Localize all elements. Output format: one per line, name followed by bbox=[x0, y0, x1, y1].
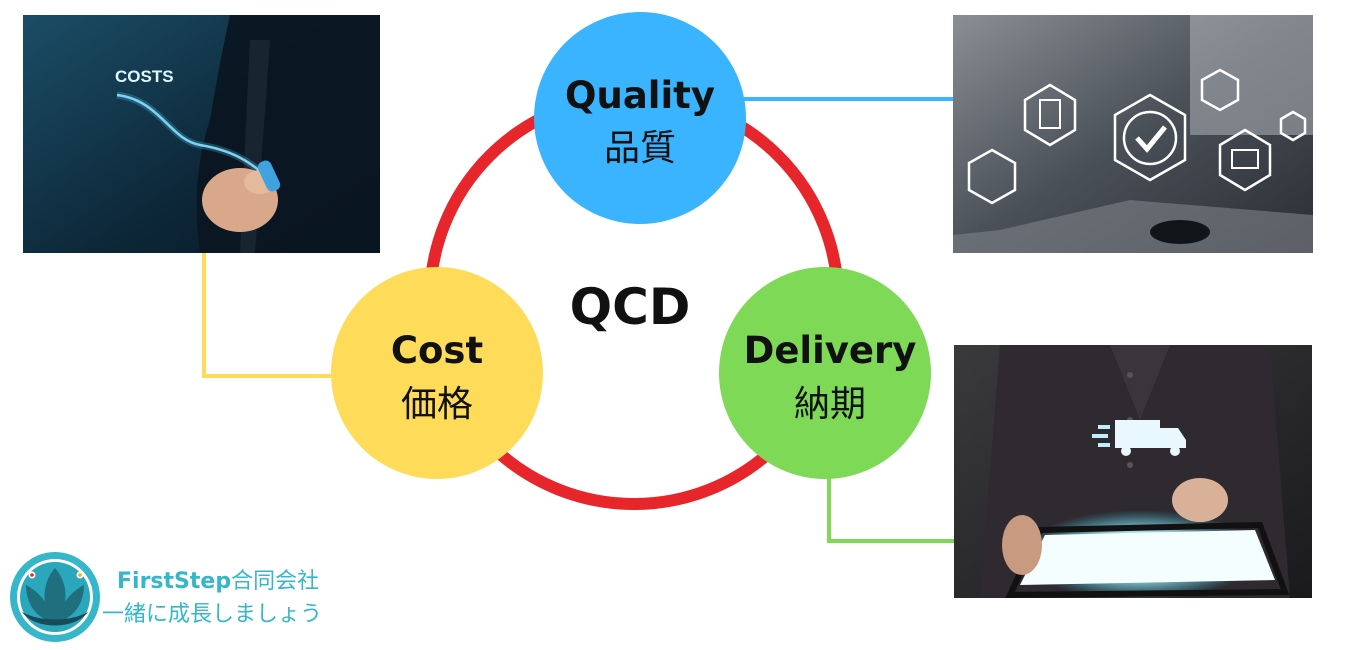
delivery-node: Delivery 納期 bbox=[719, 267, 931, 479]
center-label: QCD bbox=[570, 278, 691, 336]
delivery-connector-line bbox=[827, 478, 954, 543]
logo-tagline: 一緒に成長しましょう bbox=[102, 602, 322, 627]
quality-check-photo bbox=[953, 15, 1313, 253]
delivery-subtitle: 納期 bbox=[794, 384, 866, 425]
cost-subtitle: 価格 bbox=[401, 384, 473, 425]
quality-subtitle: 品質 bbox=[604, 128, 676, 169]
delivery-title: Delivery bbox=[744, 329, 917, 372]
logo-brand: FirstStep bbox=[117, 569, 231, 594]
delivery-truck-photo bbox=[954, 345, 1312, 598]
cost-title: Cost bbox=[391, 329, 483, 372]
logo-company-name: FirstStep合同会社 bbox=[117, 569, 319, 594]
logo-company-suffix: 合同会社 bbox=[231, 569, 319, 594]
costs-label: COSTS bbox=[115, 67, 174, 86]
cost-connector-line bbox=[202, 253, 332, 378]
lotus-icon bbox=[10, 552, 100, 642]
quality-title: Quality bbox=[565, 74, 715, 117]
company-logo: FirstStep合同会社 一緒に成長しましょう bbox=[10, 552, 322, 642]
cost-chart-photo: COSTS bbox=[23, 15, 380, 253]
quality-node: Quality 品質 bbox=[534, 12, 746, 224]
cost-node: Cost 価格 bbox=[331, 267, 543, 479]
